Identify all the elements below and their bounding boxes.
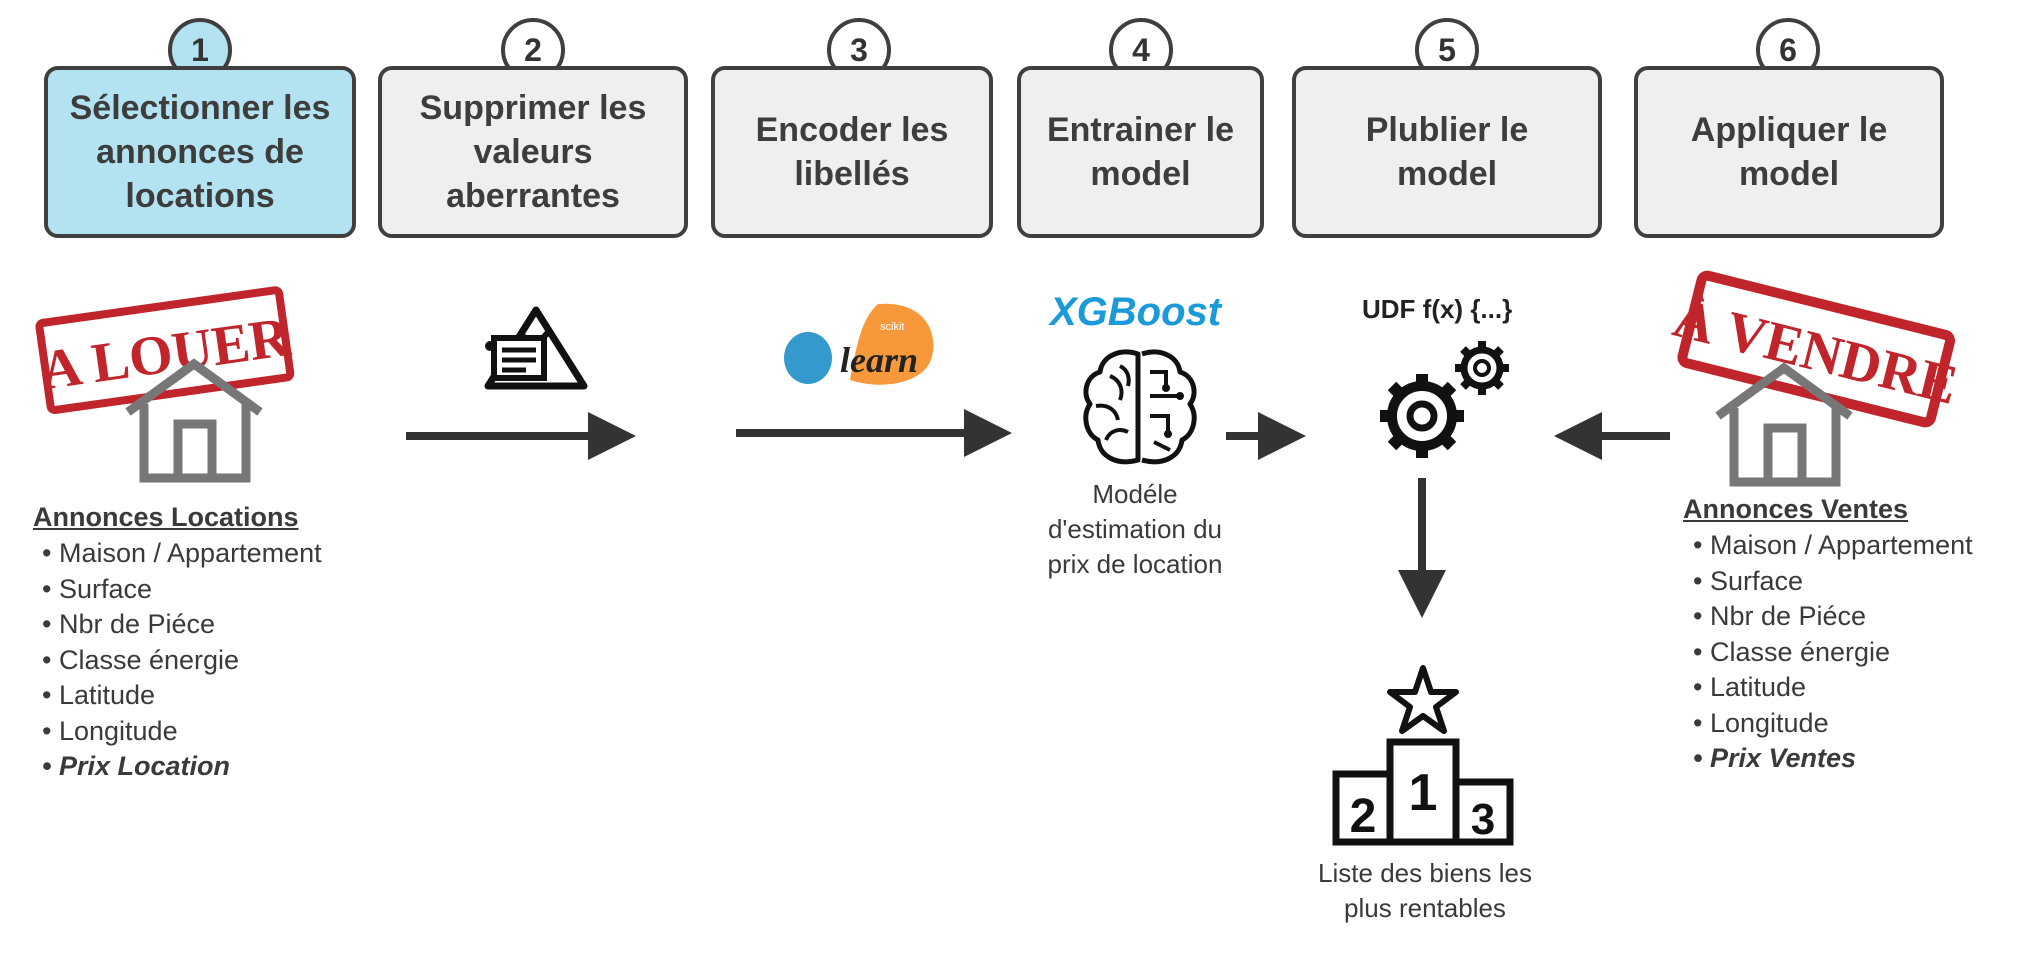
sklearn-main-text: learn (840, 340, 918, 380)
list-item: Classe énergie (42, 643, 322, 679)
list-item: Latitude (1693, 670, 1973, 706)
house-icon-sale (1715, 362, 1853, 487)
podium-icon: 1 2 3 (1332, 665, 1514, 846)
list-item: Longitude (1693, 706, 1973, 742)
house-icon-rent (125, 358, 263, 483)
step-2-box: Supprimer les valeurs aberrantes (378, 66, 688, 238)
step-3-label: Encoder les libellés (755, 111, 949, 193)
list-item: Surface (1693, 564, 1973, 600)
sale-list-title: Annonces Ventes (1683, 494, 1909, 524)
list-item: Surface (42, 572, 322, 608)
sklearn-logo: scikit learn (784, 303, 934, 385)
xgboost-logo: XGBoost (1050, 290, 1222, 334)
list-item: Nbr de Piéce (1693, 599, 1973, 635)
step-3-box: Encoder les libellés (711, 66, 993, 238)
step-1-label: Sélectionner les annonces de locations (69, 89, 331, 215)
result-caption: Liste des biens les plus rentables (1318, 858, 1532, 923)
list-item: Maison / Appartement (1693, 528, 1973, 564)
podium-first: 1 (1409, 764, 1438, 822)
udf-label: UDF f(x) {...} (1362, 294, 1513, 324)
brain-icon (1083, 349, 1197, 465)
sale-feature-list: Maison / Appartement Surface Nbr de Piéc… (1693, 528, 1973, 777)
sale-target-item: Prix Ventes (1693, 741, 1973, 777)
step-1-box: Sélectionner les annonces de locations (44, 66, 356, 238)
podium-third: 3 (1471, 795, 1495, 844)
step-5-box: Plublier le model (1292, 66, 1602, 238)
step-6-box: Appliquer le model (1634, 66, 1944, 238)
podium-second: 2 (1350, 790, 1377, 843)
list-item: Maison / Appartement (42, 536, 322, 572)
gears-icon (1380, 341, 1509, 458)
step-2-label: Supprimer les valeurs aberrantes (419, 89, 647, 215)
outlier-icon (484, 306, 588, 390)
sklearn-small-text: scikit (880, 321, 904, 333)
step-4-label: Entrainer le model (1046, 111, 1235, 193)
step-6-label: Appliquer le model (1690, 111, 1888, 193)
star-icon (1387, 665, 1459, 734)
step-4-box: Entrainer le model (1017, 66, 1264, 238)
list-item: Longitude (42, 714, 322, 750)
model-caption: Modéle d'estimation du prix de location (1047, 479, 1223, 579)
step-5-label: Plublier le model (1365, 111, 1529, 193)
list-item: Nbr de Piéce (42, 607, 322, 643)
list-item: Latitude (42, 678, 322, 714)
rent-list-title: Annonces Locations (33, 502, 299, 532)
rent-target-item: Prix Location (42, 749, 322, 785)
list-item: Classe énergie (1693, 635, 1973, 671)
rent-feature-list: Maison / Appartement Surface Nbr de Piéc… (42, 536, 322, 785)
